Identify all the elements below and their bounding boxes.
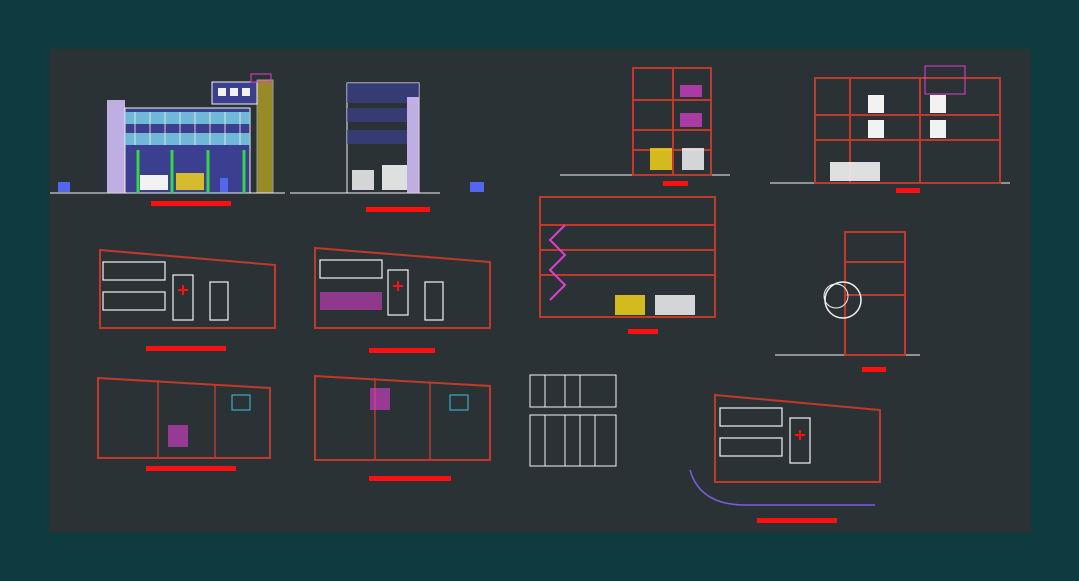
cad-canvas	[50, 65, 1010, 523]
side-elevation	[290, 82, 484, 212]
site-plan	[689, 393, 881, 523]
ground-floor-plan-1	[99, 248, 276, 351]
ground-floor-plan-2	[314, 246, 491, 353]
upper-floor-plan-2	[314, 374, 491, 481]
section-a	[560, 67, 730, 186]
section-d	[775, 231, 920, 372]
cad-drawing-sheet	[49, 49, 1031, 533]
section-c	[539, 196, 716, 334]
upper-floor-plan-1	[97, 376, 271, 471]
schedule-tables	[529, 374, 617, 467]
section-b	[770, 65, 1010, 193]
front-elevation	[50, 73, 285, 206]
